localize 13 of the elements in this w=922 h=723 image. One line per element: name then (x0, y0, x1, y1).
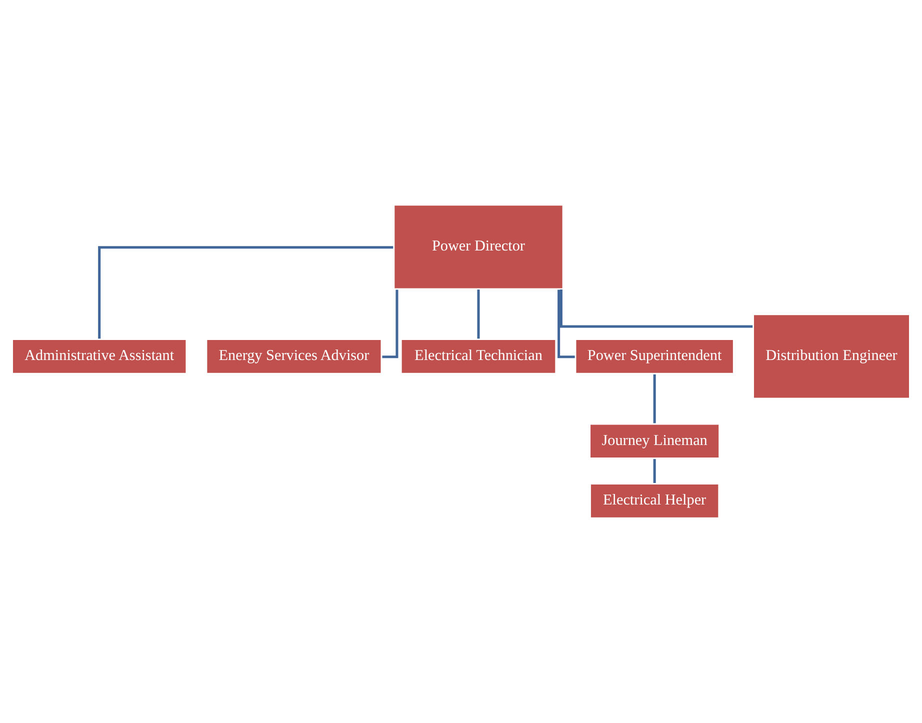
node-box: Electrical Technician (399, 337, 558, 376)
connector (653, 459, 656, 483)
node-box: Power Superintendent (574, 337, 736, 376)
node-box: Distribution Engineer (751, 312, 912, 400)
node-box: Power Director (392, 203, 565, 291)
node-box: Journey Lineman (588, 422, 722, 460)
connector (477, 290, 480, 339)
node-box: Administrative Assistant (10, 337, 188, 376)
connector (653, 374, 656, 424)
node-box: Energy Services Advisor (204, 337, 384, 376)
connector (560, 290, 753, 328)
node-box: Electrical Helper (588, 482, 721, 520)
connector (98, 246, 394, 339)
